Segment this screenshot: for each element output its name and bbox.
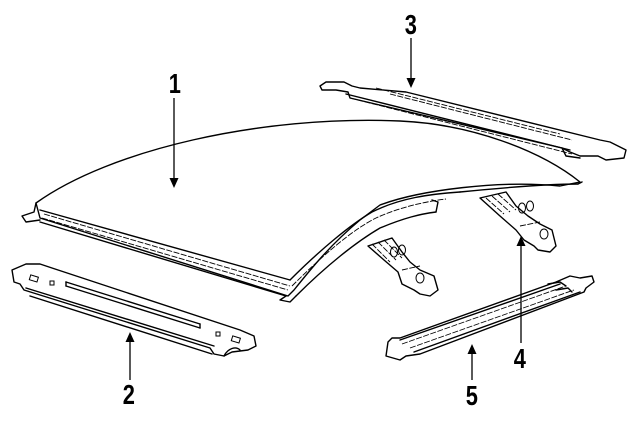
front-roof-rail bbox=[11, 263, 257, 357]
callout-5: 5 bbox=[465, 380, 478, 411]
callout-3: 3 bbox=[404, 9, 417, 40]
leader-lines bbox=[125, 38, 526, 380]
callout-4: 4 bbox=[513, 343, 526, 374]
roof-bow-brackets bbox=[367, 191, 557, 297]
roof-panel bbox=[21, 119, 583, 303]
callout-1: 1 bbox=[168, 68, 181, 99]
rear-roof-rail bbox=[319, 81, 627, 161]
callout-2: 2 bbox=[122, 379, 135, 410]
center-roof-bow bbox=[385, 275, 595, 361]
